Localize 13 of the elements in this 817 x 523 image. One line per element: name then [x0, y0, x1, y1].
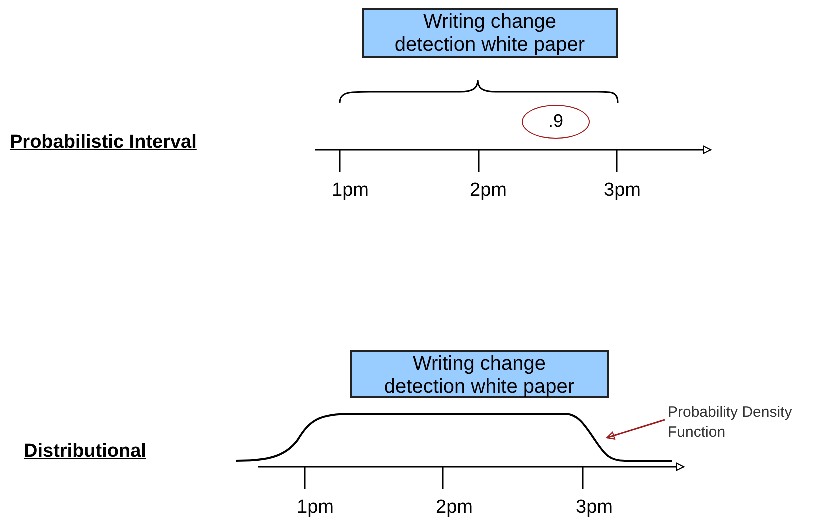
task-box: Writing change detection white paper [362, 8, 618, 58]
tick-label: 1pm [297, 497, 334, 519]
tick-label: 1pm [332, 180, 369, 202]
task-box: Writing change detection white paper [350, 350, 609, 398]
tick-label: 2pm [436, 497, 473, 519]
tick-label: 3pm [604, 180, 641, 202]
annotation-text: Probability Density Function [668, 403, 808, 443]
section-label: Distributional [24, 441, 146, 463]
tick-label: 3pm [576, 497, 613, 519]
tick-label: 2pm [470, 180, 507, 202]
probability-ellipse: .9 [522, 105, 590, 139]
section-label: Probabilistic Interval [10, 132, 197, 154]
leader-arrow [606, 419, 666, 440]
